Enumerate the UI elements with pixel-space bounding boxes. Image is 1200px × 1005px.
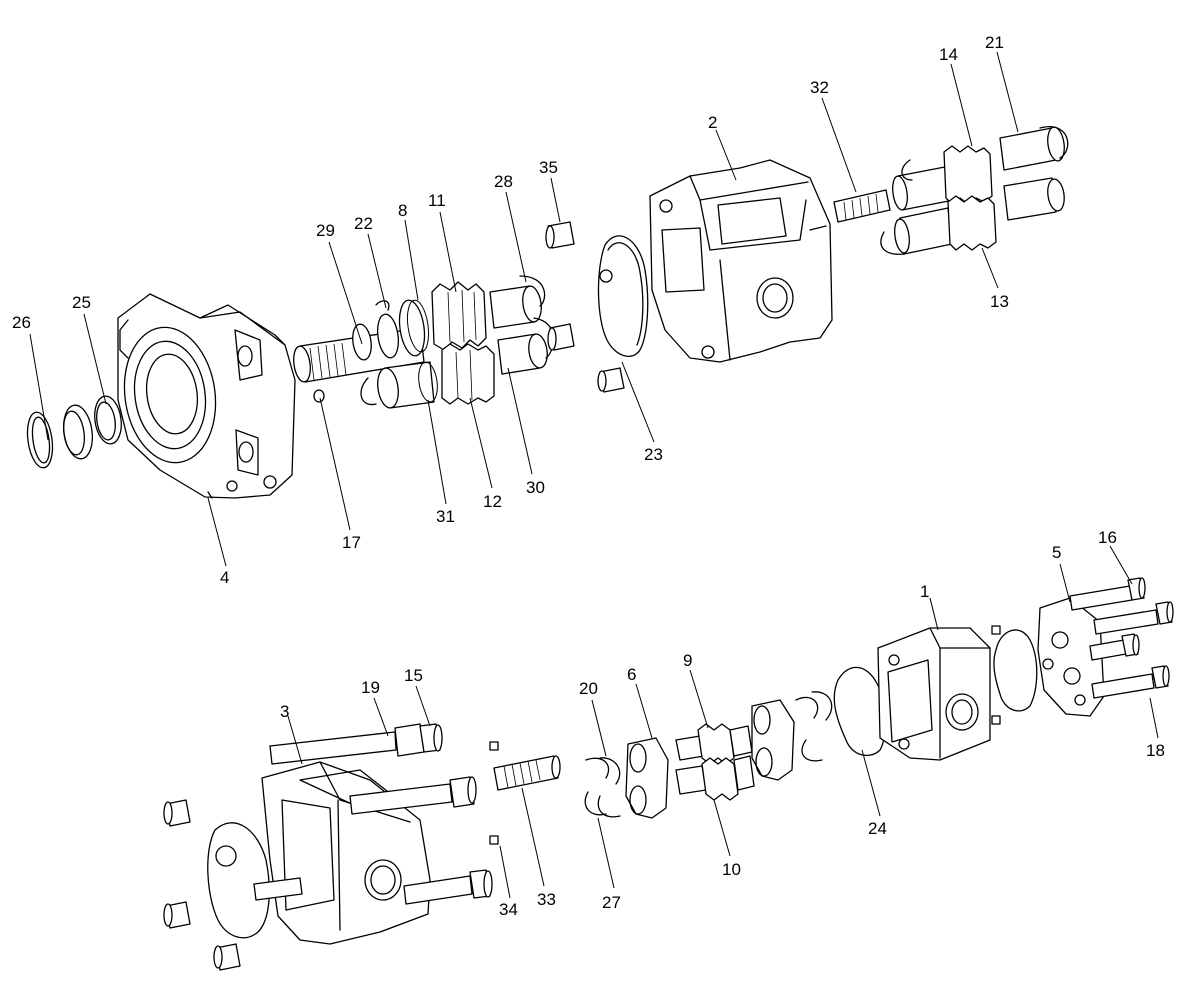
callout-5: 5	[1052, 543, 1061, 562]
sleeve-bottom-left-c	[213, 943, 241, 971]
dowel-pin-17	[313, 389, 325, 403]
callout-12: 12	[483, 492, 502, 511]
callout-28: 28	[494, 172, 513, 191]
callout-35: 35	[539, 158, 558, 177]
mounting-flange-4	[117, 293, 296, 499]
bearing-8	[375, 299, 430, 357]
gasket-front	[993, 629, 1038, 712]
callout-25: 25	[72, 293, 91, 312]
callout-17: 17	[342, 533, 361, 552]
gear-assembly-14	[892, 126, 1069, 211]
callout-22: 22	[354, 214, 373, 233]
gasket-24	[833, 666, 886, 757]
bolt-19	[269, 723, 443, 765]
callout-21: 21	[985, 33, 1004, 52]
gear-9	[675, 723, 753, 765]
front-housing-1	[877, 627, 991, 761]
callout-6: 6	[627, 665, 636, 684]
callout-27: 27	[602, 893, 621, 912]
callout-20: 20	[579, 679, 598, 698]
seal-20	[585, 757, 621, 785]
callouts: 1 2 3 4 5 6 8 9 10 11 12 13 14 15 16 17 …	[12, 33, 1165, 919]
callout-2: 2	[708, 113, 717, 132]
callout-13: 13	[990, 292, 1009, 311]
spline-shaft-33	[493, 755, 561, 791]
callout-31: 31	[436, 507, 455, 526]
callout-3: 3	[280, 702, 289, 721]
sleeve-bottom-left-a	[163, 799, 191, 827]
gear-assembly-13	[880, 177, 1065, 255]
sleeve-bottom-left-b	[163, 901, 191, 929]
callout-26: 26	[12, 313, 31, 332]
callout-10: 10	[722, 860, 741, 879]
drive-gear-11	[431, 281, 487, 351]
callout-29: 29	[316, 221, 335, 240]
sleeve-below-23	[597, 367, 625, 393]
callout-30: 30	[526, 478, 545, 497]
callout-24: 24	[868, 819, 887, 838]
callout-11: 11	[428, 191, 446, 210]
callout-18: 18	[1146, 741, 1165, 760]
leader-lines	[29, 51, 1159, 899]
bolt-cover-3	[1089, 633, 1140, 661]
sleeve-right-of-35	[547, 323, 575, 351]
callout-23: 23	[644, 445, 663, 464]
dowel-pins-front	[991, 625, 1001, 725]
callout-15: 15	[404, 666, 423, 685]
bolt-cover-2	[1093, 601, 1174, 635]
bolt-16	[1069, 577, 1146, 611]
bearing-31	[360, 361, 438, 409]
spline-coupling-32	[833, 189, 891, 223]
dowel-pin-34	[489, 835, 499, 845]
dowel-pin-upper	[489, 741, 499, 751]
gasket-23	[597, 235, 649, 357]
bolt-lower	[403, 869, 493, 905]
gasket-bottom-left	[207, 822, 270, 939]
bearing-28	[489, 275, 546, 329]
callout-14: 14	[939, 45, 958, 64]
driven-gear-12	[441, 343, 495, 405]
center-housing-2	[649, 159, 833, 363]
callout-19: 19	[361, 678, 380, 697]
bearing-block-6	[625, 737, 669, 819]
bolt-18	[1091, 665, 1170, 699]
sleeve-35	[545, 221, 575, 249]
seal-pair-right	[795, 691, 833, 762]
callout-9: 9	[683, 651, 692, 670]
bolt-far-left	[253, 877, 303, 901]
callout-1: 1	[920, 582, 929, 601]
snap-ring-26	[26, 411, 54, 469]
bearing-block-right	[751, 699, 795, 781]
callout-16: 16	[1098, 528, 1117, 547]
seal-27	[584, 791, 621, 818]
callout-8: 8	[398, 201, 407, 220]
callout-34: 34	[499, 900, 518, 919]
callout-33: 33	[537, 890, 556, 909]
gear-10	[675, 755, 755, 801]
shaft-seal-25	[62, 395, 122, 460]
callout-4: 4	[220, 568, 229, 587]
callout-32: 32	[810, 78, 829, 97]
bolt-mid	[349, 776, 477, 815]
